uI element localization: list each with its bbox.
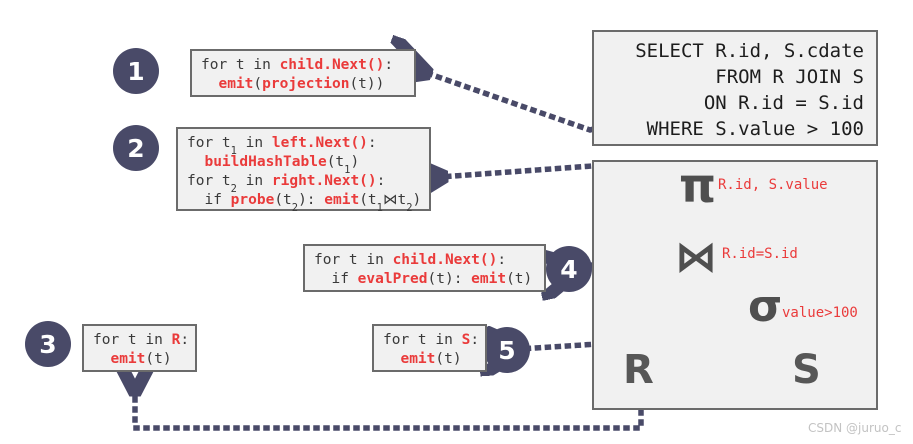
sigma-icon: σ (748, 281, 783, 332)
join-bowtie-icon: ⋈ (675, 232, 717, 281)
code-line: emit(t) (110, 351, 172, 367)
plan-node-s: S (792, 350, 821, 390)
code-line: emit(t) (400, 351, 462, 367)
code-box-hashjoin: for t1 in left.Next(): buildHashTable(t1… (176, 127, 431, 214)
query-plan-box (592, 160, 878, 410)
code-line: emit(projection(t)) (218, 76, 385, 92)
bowtie-icon: ⋈ (382, 192, 398, 208)
badge-step-5: 5 (484, 327, 530, 373)
plan-node-select: σ (748, 285, 782, 329)
badge-step-4: 4 (546, 246, 592, 292)
watermark: CSDN @juruo_c (808, 421, 902, 435)
code-box-filter: for t in child.Next(): if evalPred(t): e… (303, 244, 546, 292)
code-line: for t in child.Next(): (201, 57, 394, 73)
badge-step-3-label: 3 (39, 329, 57, 359)
relation-r-label: R (623, 347, 654, 393)
plan-node-select-label: value>100 (782, 305, 858, 321)
sql-line: ON R.id = S.id (703, 92, 864, 114)
connector-r-node-to-scan-r-code (135, 388, 644, 431)
code-box-scan-s: for t in S: emit(t) (372, 324, 487, 372)
badge-step-2-label: 2 (127, 133, 145, 163)
badge-step-1: 1 (113, 48, 159, 94)
plan-node-join-label: R.id=S.id (722, 246, 798, 262)
badge-step-1-label: 1 (127, 56, 145, 86)
plan-node-r: R (623, 350, 654, 390)
plan-node-join: ⋈ (675, 236, 717, 278)
badge-step-3: 3 (25, 321, 71, 367)
code-line: buildHashTable(t1) (204, 154, 360, 176)
code-line: for t in S: (383, 332, 480, 348)
badge-step-2: 2 (113, 125, 159, 171)
code-line: if evalPred(t): emit(t) (314, 271, 533, 287)
code-line: if probe(t2): emit(t1⋈t2) (187, 192, 422, 214)
sql-line: WHERE S.value > 100 (646, 118, 864, 140)
connector-sql-to-projection-code (424, 72, 604, 133)
badge-step-4-label: 4 (560, 254, 578, 284)
code-box-scan-r: for t in R: emit(t) (82, 324, 197, 372)
code-line: for t2 in right.Next(): (187, 173, 386, 195)
relation-s-label: S (792, 347, 821, 393)
code-line: for t in child.Next(): (314, 252, 507, 268)
badge-step-5-label: 5 (498, 335, 516, 365)
code-line: for t in R: (93, 332, 190, 348)
pi-icon: π (679, 159, 717, 214)
plan-node-projection: π (679, 163, 716, 210)
sql-line: SELECT R.id, S.cdate (635, 40, 864, 62)
sql-line: FROM R JOIN S (715, 66, 864, 88)
code-line: for t1 in left.Next(): (187, 135, 377, 157)
plan-node-projection-label: R.id, S.value (718, 177, 828, 193)
code-box-projection: for t in child.Next(): emit(projection(t… (190, 49, 416, 97)
